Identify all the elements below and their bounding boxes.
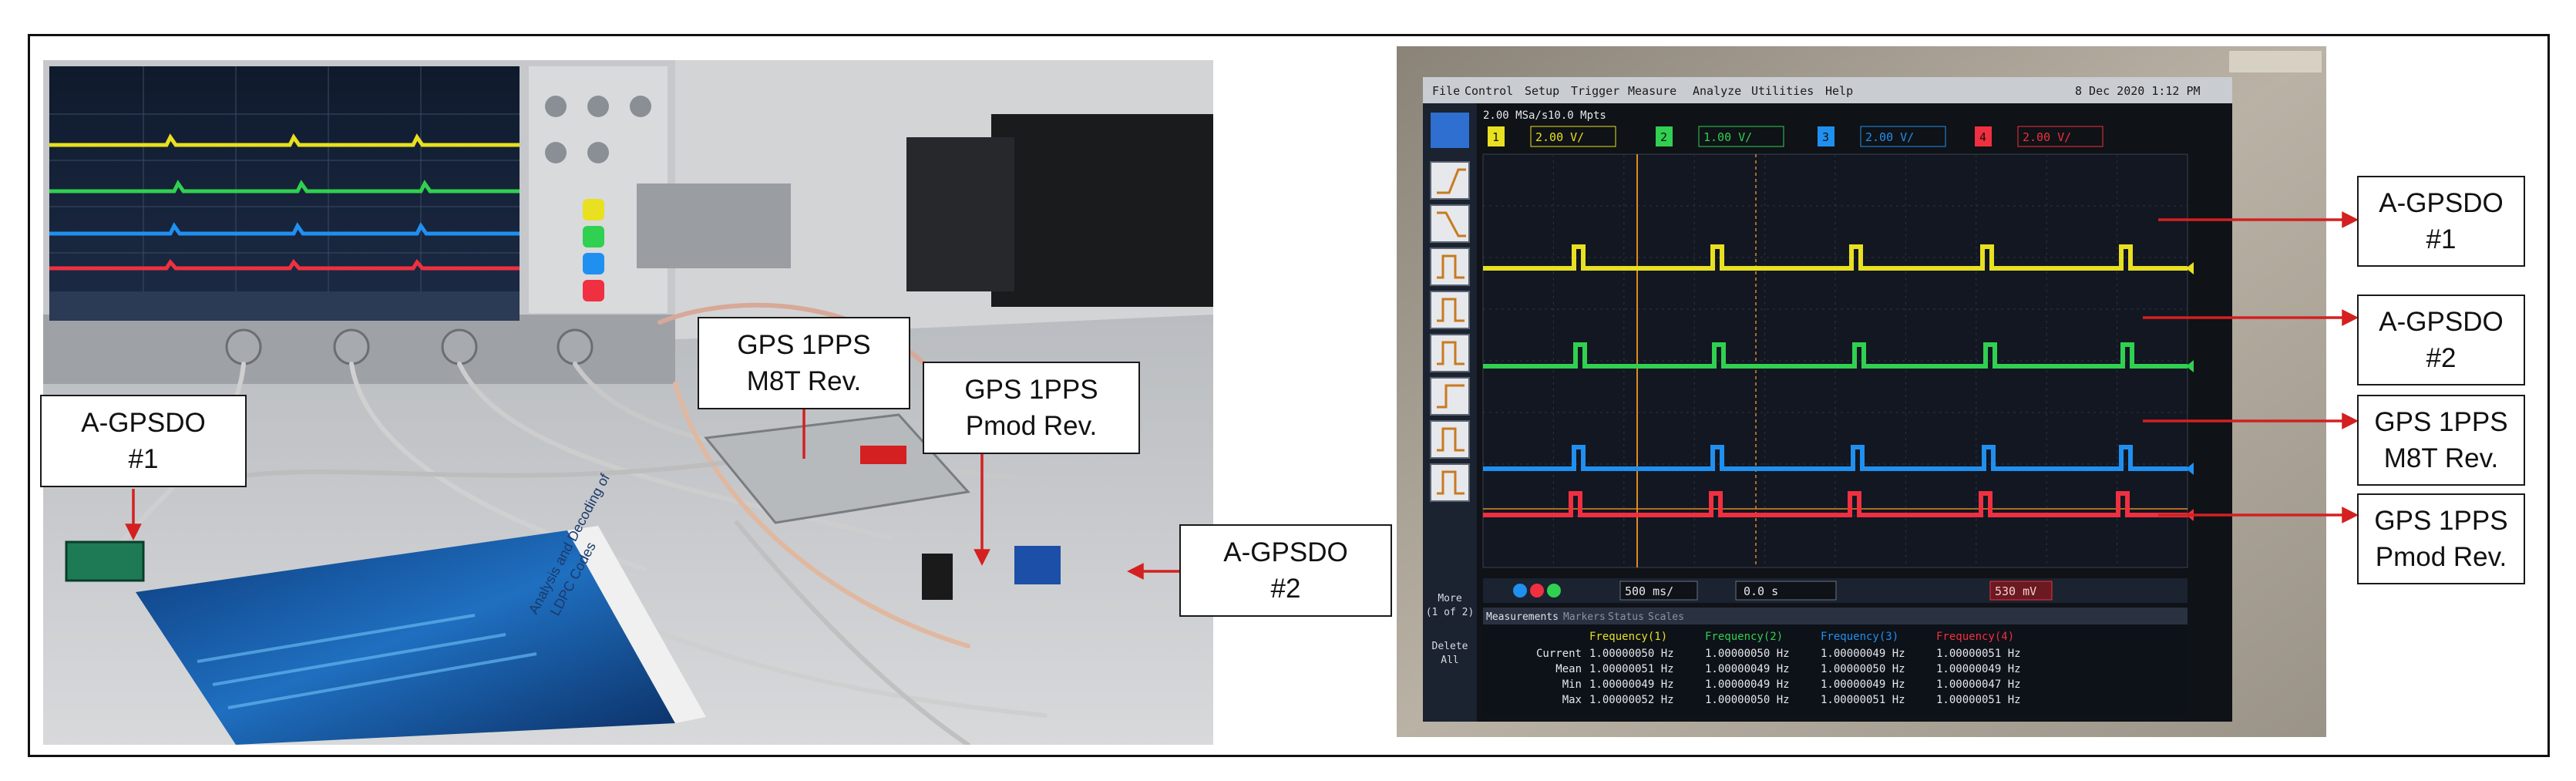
menu-setup[interactable]: Setup [1525,84,1559,98]
menu-measure[interactable]: Measure [1628,84,1676,98]
channel-2-scale: 1.00 V/ [1703,130,1752,144]
channel-4-trace [1483,491,2188,517]
channel-3-badge[interactable] [1818,126,1834,146]
meas-header: Frequency(4) [1936,631,2014,643]
channel-1-trace [1483,244,2188,271]
channel-4-number: 4 [1979,130,1986,144]
callout-right-a-gpsdo-2: A-GPSDO #2 [2357,295,2525,385]
channel-2-number: 2 [1660,130,1667,144]
run-control-icon[interactable] [1431,113,1469,148]
channel-bar: 1 2.00 V/2 1.00 V/3 2.00 V/4 2.00 V/ [1488,126,2104,147]
menu-help[interactable]: Help [1825,84,1853,98]
channel-4-badge[interactable] [1975,126,1992,146]
more-sub: (1 of 2) [1426,607,1475,618]
meas-cell: 1.00000051 Hz [1936,648,2021,660]
callout-line: A-GPSDO [2379,188,2504,218]
callout-line: Pmod Rev. [965,411,1098,441]
callout-left-a-gpsdo-2: A-GPSDO #2 [1179,524,1392,617]
meas-cell: 1.00000049 Hz [1821,678,1905,691]
meas-header: Frequency(2) [1705,631,1783,643]
channel-3-scale-box[interactable] [1860,126,1946,147]
callout-line: A-GPSDO [81,408,206,438]
delete-all-sub: All [1441,655,1458,666]
delete-all-button[interactable]: Delete [1432,641,1468,652]
callout-line: Pmod Rev. [2375,542,2507,572]
menu-file[interactable]: File [1432,84,1460,98]
meas-cell: 1.00000049 Hz [1936,663,2021,675]
meas-cell: 1.00000051 Hz [1589,663,1674,675]
meas-cell: 1.00000051 Hz [1936,694,2021,706]
callout-line: #1 [128,444,159,474]
channel-4-scale: 2.00 V/ [2023,130,2071,144]
meas-cell: 1.00000050 Hz [1821,663,1905,675]
callout-line: GPS 1PPS [2374,407,2508,437]
meas-cell: 1.00000049 Hz [1705,678,1790,691]
meas-cell: 1.00000050 Hz [1705,648,1790,660]
callout-right-gps-m8t: GPS 1PPS M8T Rev. [2357,395,2525,486]
meas-cell: 1.00000052 Hz [1589,694,1674,706]
menu-trigger[interactable]: Trigger [1571,84,1619,98]
meas-cell: 1.00000051 Hz [1821,694,1905,706]
meas-row-label: Current [1536,648,1582,660]
menu-utilities[interactable]: Utilities [1751,84,1814,98]
meas-row-label: Max [1562,694,1582,706]
meas-cell: 1.00000049 Hz [1821,648,1905,660]
callout-line: A-GPSDO [1223,537,1348,567]
meas-header: Frequency(1) [1589,631,1667,643]
callout-right-gps-pmod: GPS 1PPS Pmod Rev. [2357,493,2525,584]
more-button[interactable]: More [1438,593,1461,604]
tab-status[interactable]: Status [1608,611,1644,623]
timebase-value[interactable]: 500 ms/ [1625,584,1673,598]
callout-left-gps-pmod: GPS 1PPS Pmod Rev. [923,362,1140,454]
meas-cell: 1.00000047 Hz [1936,678,2021,691]
scope-date: 8 Dec 2020 1:12 PM [2075,84,2201,98]
tab-scales[interactable]: Scales [1648,611,1684,623]
channel-1-scale-box[interactable] [1530,126,1616,147]
channel-2-ground-marker[interactable] [2186,360,2194,372]
meas-cell: 1.00000049 Hz [1705,663,1790,675]
sample-rate: 2.00 MSa/s [1483,109,1548,122]
meas-cell: 1.00000050 Hz [1705,694,1790,706]
channel-1-scale: 2.00 V/ [1535,130,1584,144]
lab-bench-photo: Analysis and Decoding of LDPC Codes [43,60,1213,745]
meas-cell: 1.00000050 Hz [1589,648,1674,660]
meas-row-label: Mean [1555,663,1582,675]
callout-left-gps-m8t: GPS 1PPS M8T Rev. [698,317,910,409]
channel-3-number: 3 [1822,130,1829,144]
callout-line: #2 [2426,343,2457,373]
tab-markers[interactable]: Markers [1563,611,1606,623]
channel-3-scale: 2.00 V/ [1865,130,1914,144]
callout-line: #1 [2426,224,2457,254]
channel-3-ground-marker[interactable] [2186,463,2194,475]
memory-depth: 10.0 Mpts [1548,109,1606,122]
channel-2-badge[interactable] [1656,126,1673,146]
callout-left-a-gpsdo-1: A-GPSDO #1 [40,395,247,487]
tab-measurements[interactable]: Measurements [1486,611,1559,623]
meas-header: Frequency(3) [1821,631,1898,643]
trigger-level-value[interactable]: 530 mV [1995,584,2036,598]
callout-line: M8T Rev. [2383,443,2499,473]
callout-line: GPS 1PPS [737,330,871,360]
time-offset-value[interactable]: 0.0 s [1744,584,1778,598]
callout-right-a-gpsdo-1: A-GPSDO #1 [2357,176,2525,267]
channel-1-badge[interactable] [1488,126,1505,146]
channel-3-trace [1483,445,2188,471]
menu-control[interactable]: Control [1465,84,1513,98]
callout-line: GPS 1PPS [2374,506,2508,536]
channel-1-ground-marker[interactable] [2186,262,2194,274]
callout-line: GPS 1PPS [964,375,1098,405]
callout-line: #2 [1270,574,1301,604]
channel-2-trace [1483,342,2188,369]
meas-cell: 1.00000049 Hz [1589,678,1674,691]
callout-line: A-GPSDO [2379,307,2504,337]
channel-1-number: 1 [1492,130,1499,144]
callout-line: M8T Rev. [746,366,862,396]
channel-4-scale-box[interactable] [2017,126,2104,147]
menu-analyze[interactable]: Analyze [1693,84,1741,98]
channel-2-scale-box[interactable] [1698,126,1784,147]
oscilloscope-photo: File Control Setup Trigger Measure Analy… [1397,46,2326,737]
meas-row-label: Min [1562,678,1582,691]
